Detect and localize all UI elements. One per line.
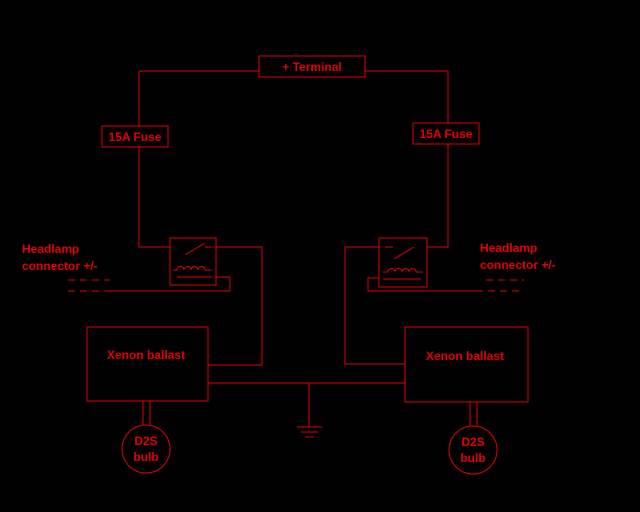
connector-right-label-line1: Headlamp [480, 241, 537, 255]
fuse-right: 15A Fuse [412, 122, 480, 145]
fuse-left-label: 15A Fuse [109, 130, 162, 144]
ballast-right-label: Xenon ballast [426, 349, 504, 363]
terminal-label: + Terminal [282, 60, 341, 74]
fuse-right-label: 15A Fuse [420, 127, 473, 141]
bulb-right-label-line2: bulb [460, 451, 485, 465]
connector-wires [68, 276, 524, 292]
relay-icon [383, 246, 423, 280]
ground-wires [208, 382, 405, 427]
fuse-left: 15A Fuse [101, 125, 169, 148]
bulb-right: D2S bulb [448, 425, 498, 475]
connector-right-label-line2: connector +/- [480, 258, 556, 272]
ballast-right: Xenon ballast [404, 326, 529, 403]
relay-right [378, 237, 428, 288]
connector-left-label-line2: connector +/- [22, 259, 98, 273]
relay-icon [173, 242, 212, 278]
terminal-block: + Terminal [258, 55, 366, 78]
ballast-left: Xenon ballast [86, 326, 209, 402]
bulb-left-label-line2: bulb [133, 450, 158, 464]
connector-left-label-line1: Headlamp [22, 242, 79, 256]
ground-icon [297, 426, 322, 438]
power-wires [138, 70, 449, 248]
ballast-feed-wires [208, 246, 405, 366]
ballast-left-label: Xenon ballast [107, 348, 185, 362]
relay-left [169, 237, 217, 286]
bulb-right-label-line1: D2S [461, 435, 484, 449]
bulb-left-label-line1: D2S [134, 434, 157, 448]
bulb-leads [142, 401, 478, 426]
bulb-left: D2S bulb [121, 424, 171, 474]
